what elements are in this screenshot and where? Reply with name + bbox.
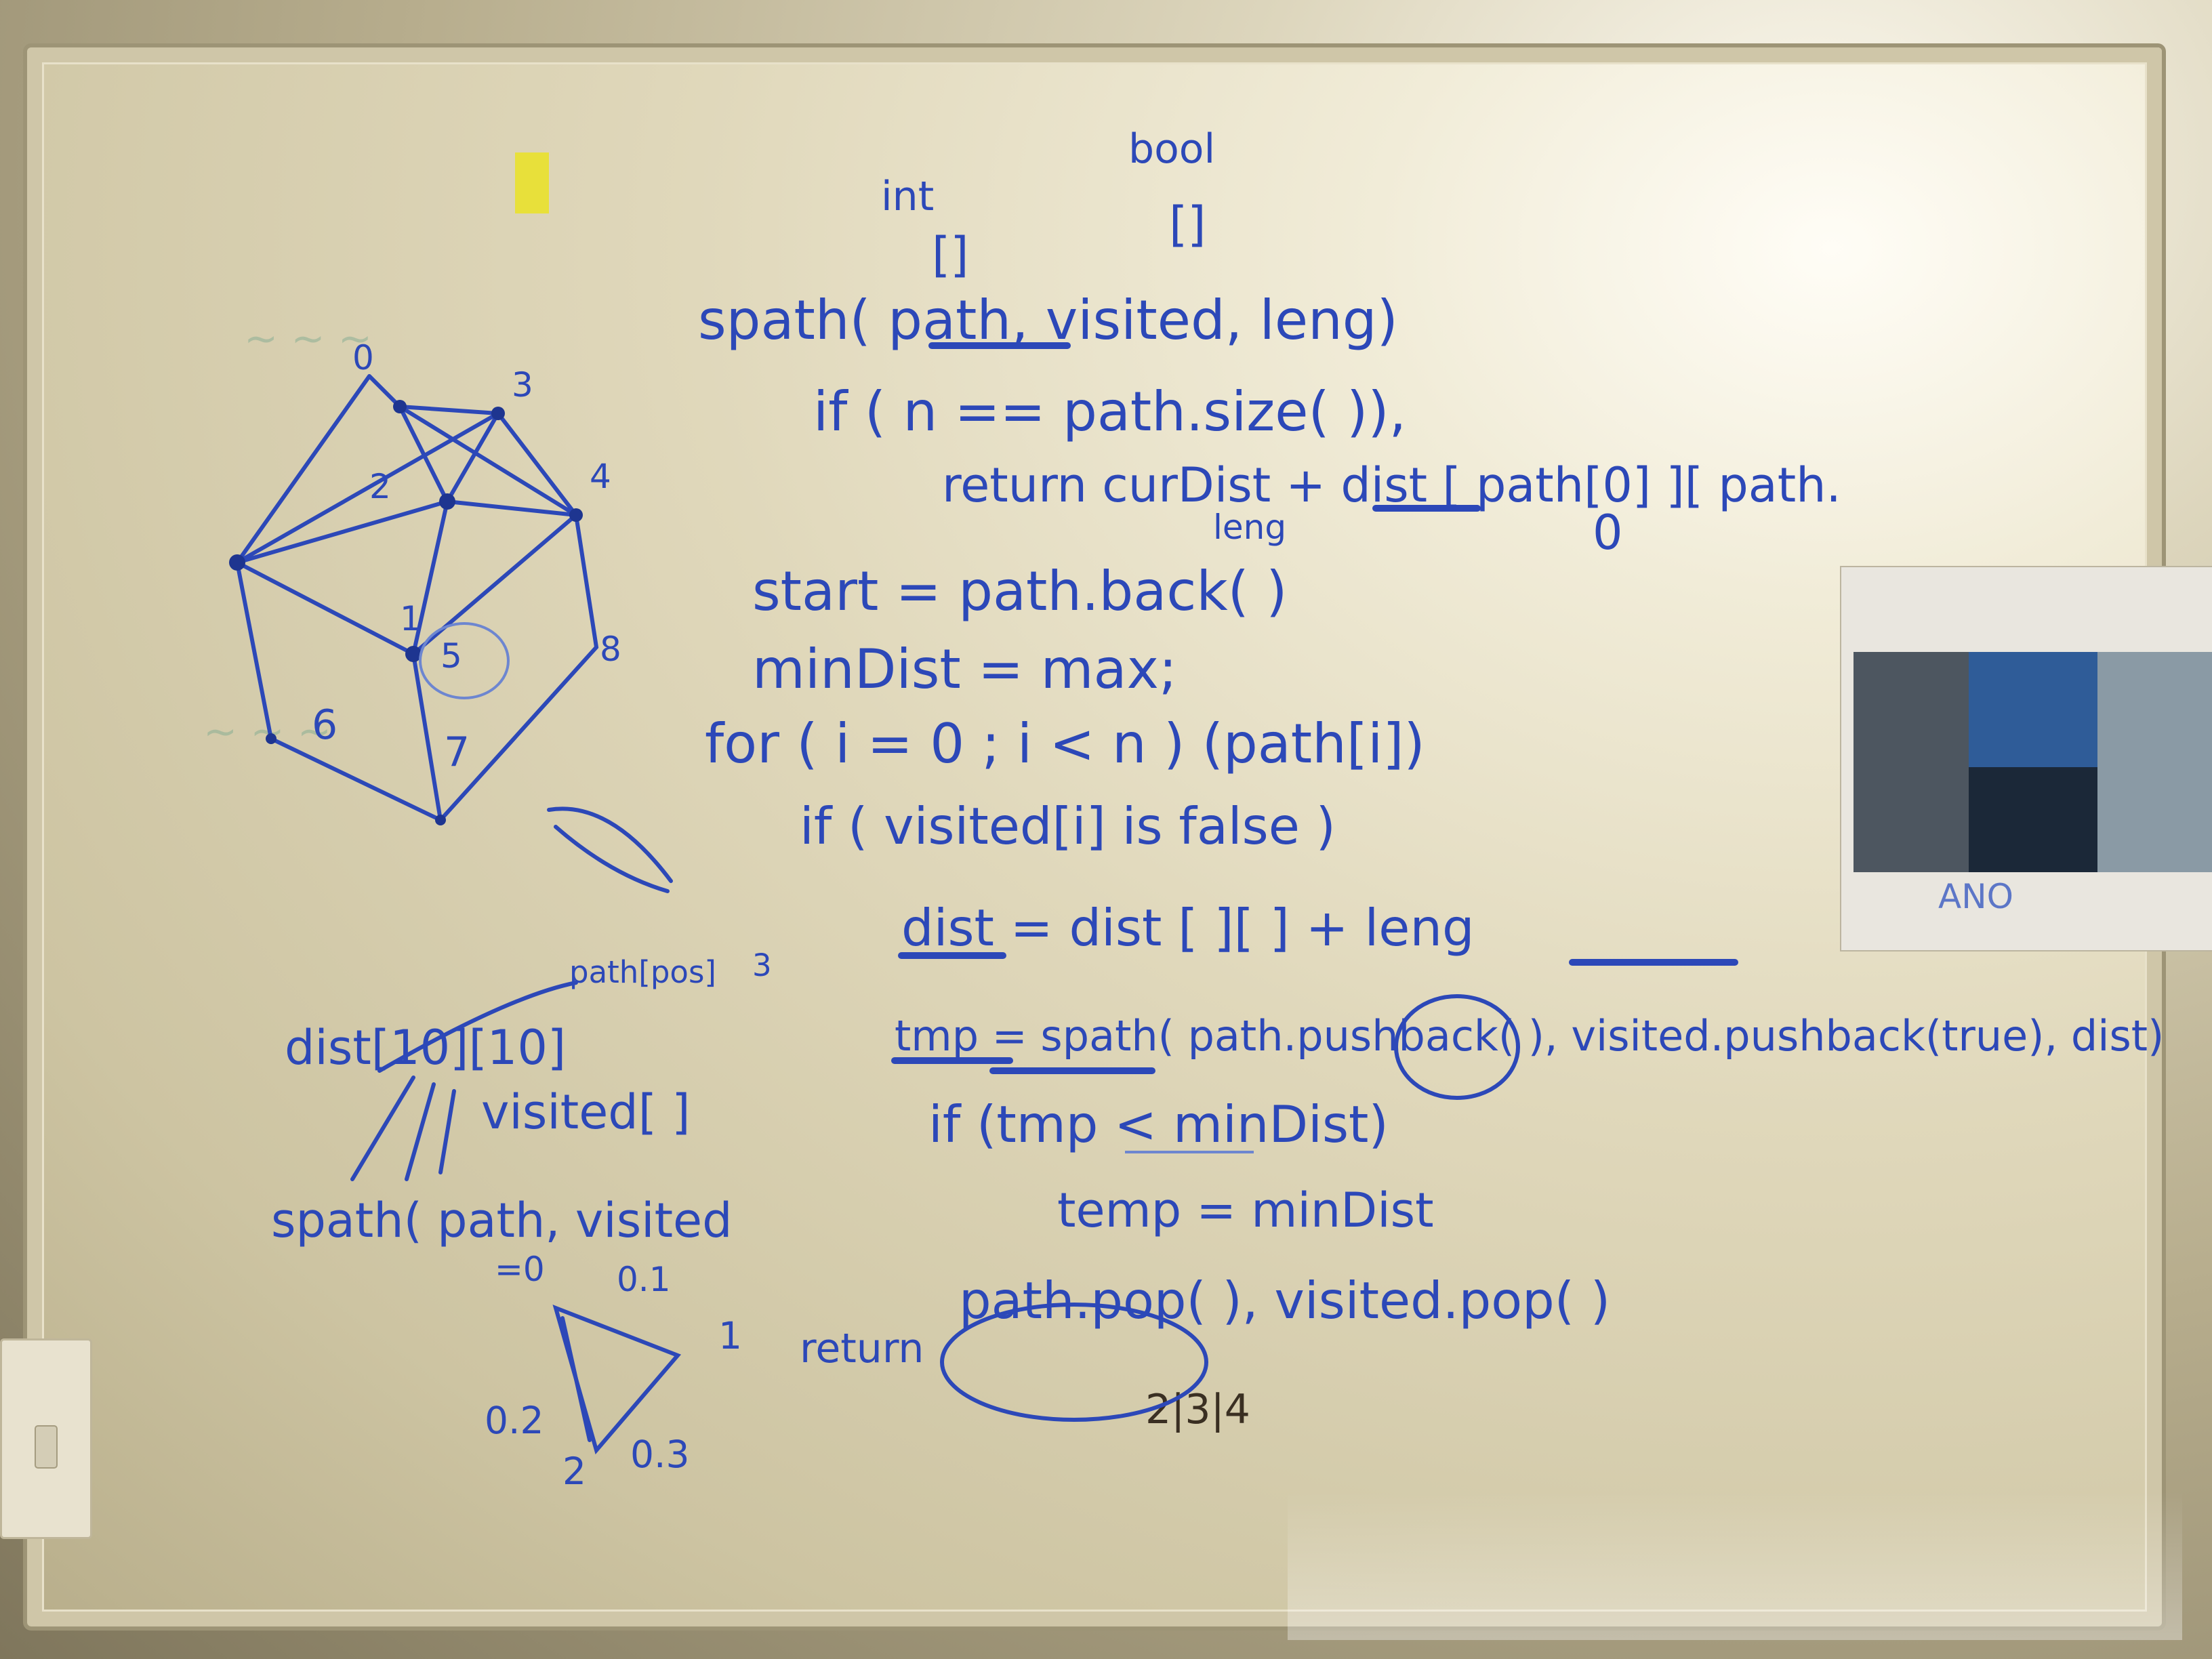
- curve-sketch: [554, 825, 670, 893]
- code-line: if ( n == path.size( )),: [813, 380, 1406, 443]
- graph-drawing: [229, 374, 599, 825]
- curve-sketch: [547, 806, 673, 883]
- code-line: 2|3|4: [1145, 1386, 1250, 1433]
- code-line: return: [800, 1325, 924, 1372]
- graph-label: 3: [512, 365, 533, 405]
- note-stroke: [405, 1082, 436, 1181]
- note-line: 0.2: [485, 1399, 544, 1442]
- note-line: visited[ ]: [481, 1084, 691, 1140]
- note-line: 0.3: [630, 1433, 689, 1476]
- graph-label: 2: [369, 467, 391, 506]
- circled-text: [1394, 994, 1520, 1100]
- graph-label: 7: [444, 729, 470, 776]
- graph-label: 0: [352, 338, 374, 377]
- note-line: 0.1: [617, 1260, 671, 1299]
- photo-collage: [1853, 652, 2212, 872]
- graph-label: 6: [312, 701, 337, 749]
- circled-text: [940, 1303, 1208, 1422]
- note-line: dist[10][10]: [285, 1020, 566, 1076]
- graph-label: 1: [400, 599, 422, 638]
- pinned-photo: [1840, 566, 2212, 951]
- code-line: []: [932, 227, 969, 283]
- switch-toggle[interactable]: [35, 1425, 58, 1469]
- code-line: []: [1169, 197, 1206, 252]
- code-line: spath( path, visited, leng): [698, 289, 1398, 352]
- note-stroke: [377, 981, 578, 1073]
- plastic-wrap: [1288, 1491, 2182, 1640]
- note-stroke: [438, 1089, 456, 1174]
- photo-caption: ANO: [1938, 877, 2013, 916]
- code-line: for ( i = 0 ; i < n ) (path[i]): [705, 712, 1425, 775]
- code-line: leng: [1213, 508, 1286, 547]
- triangle-sketch: [560, 1316, 592, 1442]
- note-line: 2: [562, 1450, 586, 1493]
- graph-label: 8: [600, 630, 621, 669]
- code-line: return curDist + dist [ path[0] ][ path.: [942, 457, 1841, 513]
- code-block: int bool [] [] spath( path, visited, len…: [698, 125, 2164, 1433]
- graph-label: 5: [441, 636, 462, 676]
- left-notes: dist[10][10] path[pos] 3 visited[ ] spat…: [271, 947, 772, 1493]
- ghost-writing: ~ ~ ~: [244, 315, 372, 363]
- code-line: int: [881, 173, 934, 220]
- code-line: tmp = spath( path.pushback( ), visited.p…: [895, 1011, 2164, 1061]
- note-stroke: [350, 1076, 415, 1181]
- light-switch[interactable]: [0, 1338, 92, 1539]
- code-line: if ( visited[i] is false ): [800, 796, 1336, 856]
- note-line: path[pos]: [569, 954, 716, 990]
- code-line: bool: [1128, 125, 1215, 173]
- photo-cell: [1969, 652, 2097, 767]
- yellow-sticky-note: [515, 152, 549, 213]
- code-line: temp = minDist: [1057, 1183, 1434, 1238]
- whiteboard: [27, 47, 2162, 1626]
- note-line: 1: [718, 1314, 742, 1357]
- code-line: path.pop( ), visited.pop( ): [959, 1271, 1610, 1330]
- photo-cell: [2097, 652, 2212, 872]
- note-line: =0: [495, 1250, 545, 1289]
- code-line: 0: [1593, 505, 1623, 560]
- code-line: if (tmp < minDist): [928, 1094, 1389, 1154]
- circled-text: [419, 622, 510, 699]
- code-line: start = path.back( ): [752, 560, 1288, 623]
- code-line: dist = dist [ ][ ] + leng: [901, 898, 1475, 958]
- graph-label: 4: [590, 457, 611, 496]
- code-line: minDist = max;: [752, 638, 1177, 701]
- note-line: spath( path, visited: [271, 1193, 733, 1248]
- note-line: 3: [752, 947, 772, 983]
- photo-cell: [1853, 652, 1969, 872]
- photo-cell: [1969, 767, 2097, 872]
